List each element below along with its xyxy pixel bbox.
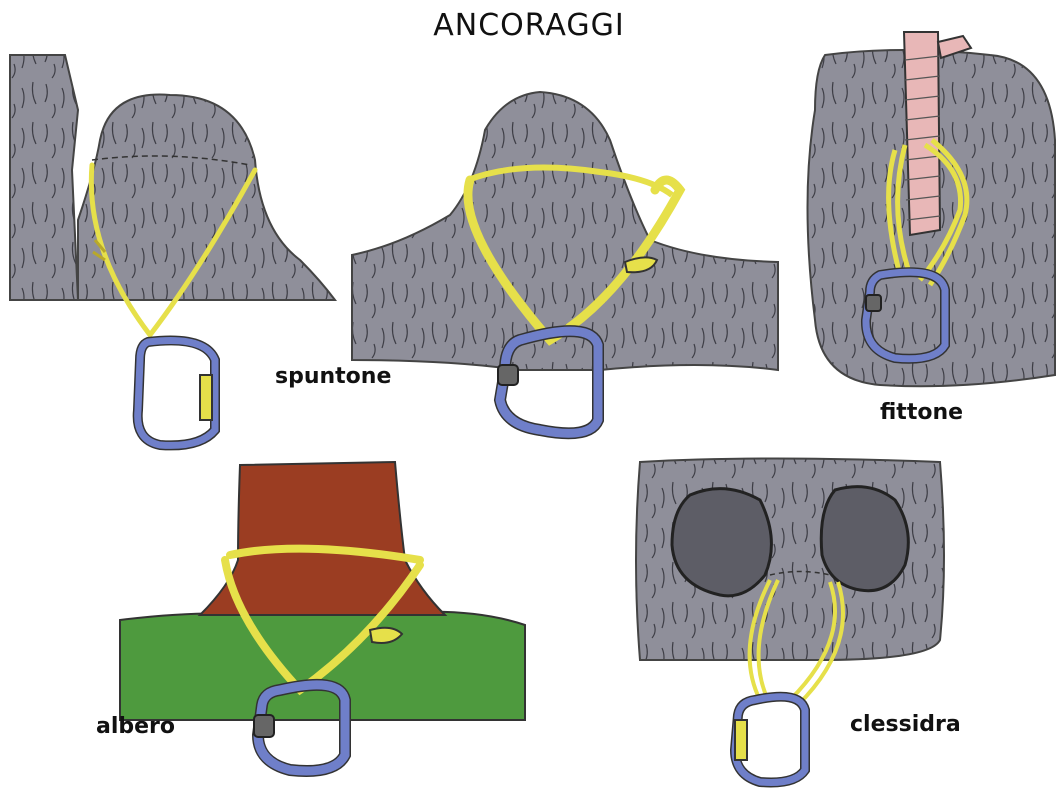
hole-right (821, 487, 908, 591)
carabiner-left (138, 340, 215, 445)
label-fittone: fittone (880, 400, 963, 425)
hole-left (672, 489, 771, 596)
rock-spike-left (78, 95, 335, 300)
piton (904, 32, 940, 235)
label-clessidra: clessidra (850, 712, 961, 737)
rock-left-wall (10, 55, 78, 300)
label-albero: albero (96, 714, 175, 739)
grass (120, 612, 525, 720)
carabiner-clessidra (735, 697, 805, 783)
albero-panel (120, 462, 525, 771)
fittone-panel (808, 32, 1056, 386)
spuntone-center-panel (352, 92, 778, 433)
label-spuntone: spuntone (275, 364, 391, 389)
